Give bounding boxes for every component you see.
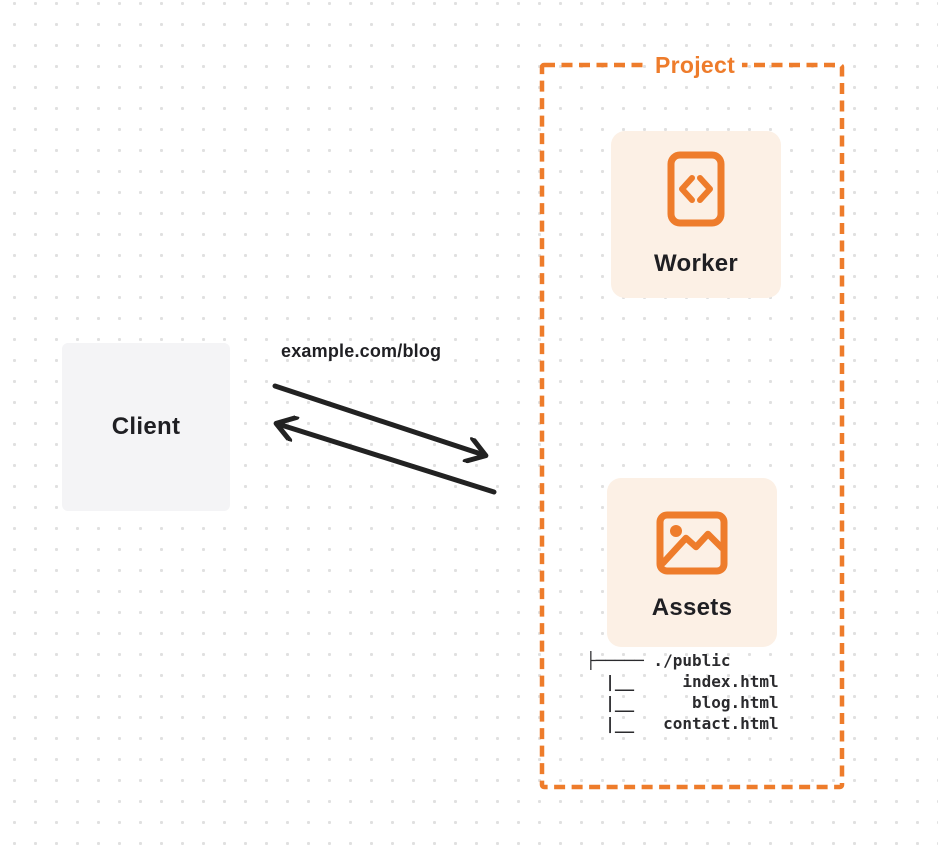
assets-label: Assets — [651, 594, 733, 621]
client-node: Client — [62, 343, 230, 511]
image-icon — [656, 511, 728, 575]
request-url-label: example.com/blog — [281, 341, 442, 361]
worker-label: Worker — [653, 250, 739, 277]
assets-file-tree: ├───── ./public |__ index.html |__ blog.… — [586, 651, 779, 733]
response-arrow — [278, 424, 497, 495]
client-label: Client — [111, 413, 181, 440]
project-title: Project — [647, 50, 743, 80]
request-arrow — [272, 383, 484, 455]
assets-card: Assets — [607, 478, 777, 647]
code-document-icon — [667, 151, 725, 227]
worker-card: Worker — [611, 131, 781, 298]
